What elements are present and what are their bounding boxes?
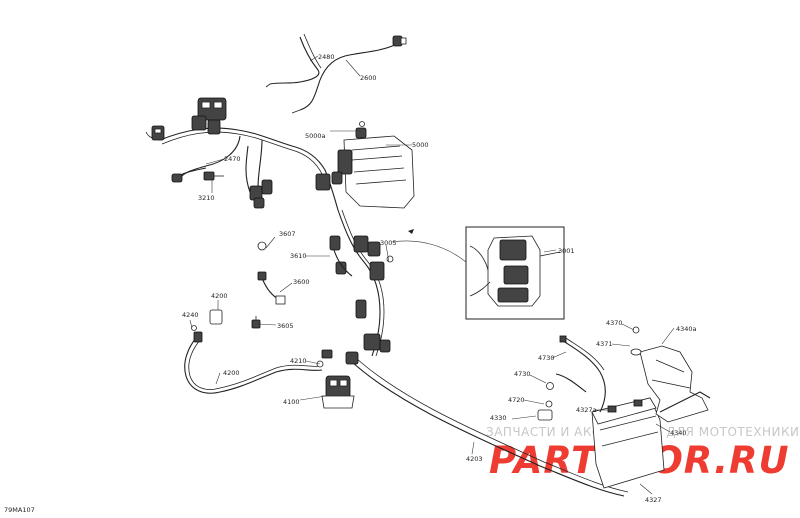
callout-4240: 4240 [182, 311, 199, 319]
callout-4327a: 4327a [576, 406, 597, 414]
callout-5000: 5000 [412, 141, 429, 149]
harness-4200 [184, 309, 323, 394]
callout-2600: 2600 [360, 74, 377, 82]
callout-2470: 2470 [224, 155, 241, 163]
cable-4203 [345, 351, 629, 497]
callout-3610: 3610 [290, 252, 307, 260]
callout-4340a: 4340a [676, 325, 697, 333]
battery-4327 [591, 397, 665, 489]
callout-4327: 4327 [645, 496, 662, 504]
cable-3600 [251, 241, 286, 329]
connector-cluster-top-left [151, 97, 227, 141]
inset-3001 [391, 226, 565, 320]
callout-3600: 3600 [293, 278, 310, 286]
callout-4200-top: 4200 [211, 292, 228, 300]
callout-2480: 2480 [318, 53, 335, 61]
callout-3607: 3607 [279, 230, 296, 238]
ecu-5000 [315, 121, 415, 209]
diagram-code: 79MA107 [4, 506, 35, 514]
callout-4210: 4210 [290, 357, 307, 365]
cable-2480 [265, 33, 322, 88]
sensor-3210 [203, 171, 224, 181]
callout-4203: 4203 [466, 455, 483, 463]
leader-lines [189, 55, 675, 495]
callout-3210: 3210 [198, 194, 215, 202]
bracket-4340 [630, 326, 711, 423]
callout-4371: 4371 [596, 340, 613, 348]
callout-4730-bottom: 4730 [514, 370, 531, 378]
cable-4730 [537, 335, 606, 421]
callout-5000a: 5000a [305, 132, 326, 140]
callout-4330: 4330 [490, 414, 507, 422]
callout-4720: 4720 [508, 396, 525, 404]
callout-3605: 3605 [277, 322, 294, 330]
connectors-lower-left [249, 179, 273, 209]
relay-4100 [316, 349, 355, 409]
callout-4200-bottom: 4200 [223, 369, 240, 377]
connectors-mid [329, 235, 394, 353]
cable-2470 [171, 167, 207, 183]
callout-3005: 3005 [380, 239, 397, 247]
callout-3001: 3001 [558, 247, 575, 255]
callout-labels: 2480 2600 5000a 5000 2470 3210 3607 3005… [182, 53, 697, 504]
callout-4730-top: 4730 [538, 354, 555, 362]
callout-4370: 4370 [606, 319, 623, 327]
cable-2600 [291, 35, 407, 114]
callout-4340: 4340 [670, 429, 687, 437]
callout-4100: 4100 [283, 398, 300, 406]
